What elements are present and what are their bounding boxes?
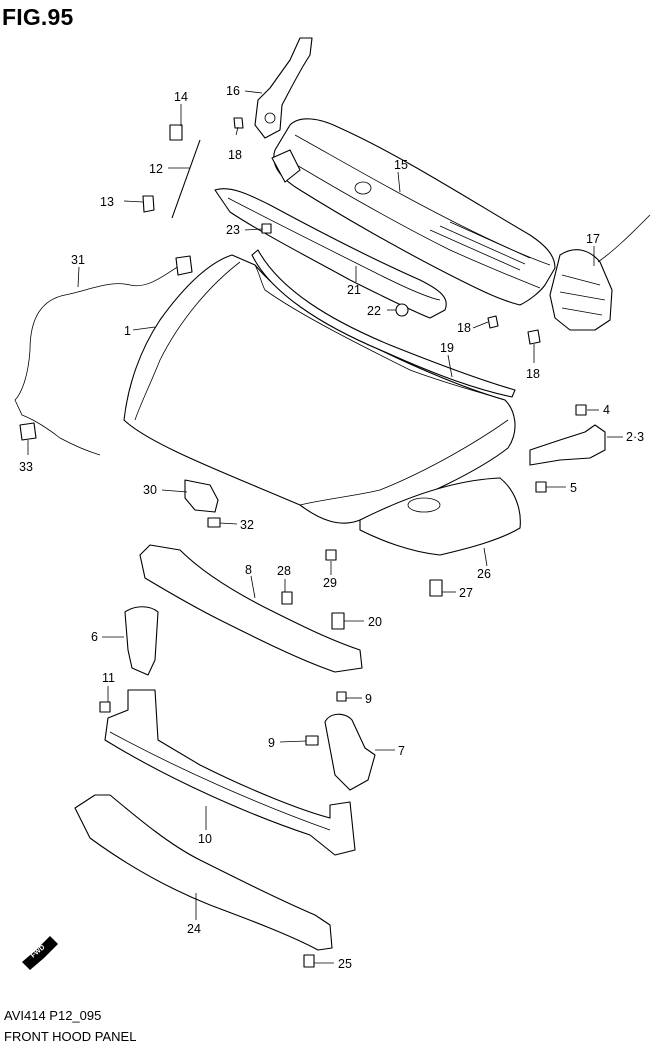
part-20-bumper	[331, 612, 345, 630]
callout-9-lower: 9	[268, 736, 275, 750]
part-11-bolt	[99, 701, 111, 713]
part-4-bolt	[575, 404, 587, 416]
part-13-clip	[142, 195, 155, 213]
callout-26: 26	[477, 567, 491, 581]
figure-caption: FRONT HOOD PANEL	[4, 1029, 137, 1044]
part-18-bolt-a	[233, 117, 244, 129]
callout-11: 11	[102, 671, 115, 685]
callout-28: 28	[277, 564, 291, 578]
callout-24: 24	[187, 922, 201, 936]
callout-25: 25	[338, 957, 352, 971]
callout-17: 17	[586, 232, 600, 246]
callout-7: 7	[398, 744, 405, 758]
part-30-latch	[184, 479, 219, 513]
callout-labels: 16 14 12 13 18 15 17 23 21 22 18 18 19 1…	[19, 84, 644, 971]
callout-21: 21	[347, 283, 361, 297]
callout-22: 22	[367, 304, 381, 318]
part-9-bolt-b	[305, 735, 319, 746]
part-8-upper-member	[139, 544, 363, 673]
part-18-bolt-b	[487, 315, 499, 329]
part-16-side-bracket	[254, 37, 313, 139]
parts-diagram: FWD	[14, 37, 651, 971]
part-9-bolt-a	[336, 691, 347, 702]
part-24-lower-member	[74, 794, 333, 951]
leader-lines	[27, 90, 623, 964]
part-5-nut	[535, 481, 547, 493]
callout-20: 20	[368, 615, 382, 629]
part-31-lever	[175, 255, 193, 276]
part-22-nut	[395, 303, 409, 317]
callout-31: 31	[71, 253, 85, 267]
part-1-hood-panel	[123, 254, 516, 524]
callout-14: 14	[174, 90, 188, 104]
callout-18-mid: 18	[457, 321, 471, 335]
part-12-hood-stay	[171, 139, 201, 219]
callout-13: 13	[100, 195, 114, 209]
part-32-bolt	[207, 517, 221, 528]
part-6-bracket	[124, 606, 159, 676]
part-7-bracket	[324, 713, 376, 791]
figure-title: FIG.95	[2, 4, 74, 30]
part-23-bolt	[261, 223, 272, 234]
part-14-clip	[169, 124, 183, 141]
part-21-bracket	[214, 188, 447, 319]
part-28-cushion	[281, 591, 293, 605]
callout-27: 27	[459, 586, 473, 600]
callout-32: 32	[240, 518, 254, 532]
part-27-clip	[429, 579, 443, 597]
callout-16: 16	[226, 84, 240, 98]
callout-19: 19	[440, 341, 454, 355]
callout-8: 8	[245, 563, 252, 577]
callout-12: 12	[149, 162, 163, 176]
callout-33: 33	[19, 460, 33, 474]
part-26-insulator	[359, 477, 521, 556]
callout-18-right: 18	[526, 367, 540, 381]
part-15-cowl-panel	[271, 118, 556, 306]
callout-9-upper: 9	[365, 692, 372, 706]
part-17-side-panel	[549, 214, 651, 331]
callout-4: 4	[603, 403, 610, 417]
part-2-3-hinge	[529, 424, 606, 466]
callout-1: 1	[124, 324, 131, 338]
part-19-seal	[251, 249, 516, 398]
callout-6: 6	[91, 630, 98, 644]
callout-23: 23	[226, 223, 240, 237]
figure-code: AVI414 P12_095	[4, 1008, 102, 1023]
part-33-clip	[19, 422, 37, 441]
fwd-arrow-icon: FWD	[22, 936, 58, 970]
part-31-release-cable	[14, 261, 187, 456]
callout-30: 30	[143, 483, 157, 497]
part-10-reinforcement	[104, 689, 356, 856]
callout-2-3: 2·3	[626, 430, 644, 444]
part-18-bolt-c	[527, 329, 541, 345]
callout-10: 10	[198, 832, 212, 846]
callout-29: 29	[323, 576, 337, 590]
callout-18-top: 18	[228, 148, 242, 162]
part-29-cushion	[325, 549, 337, 561]
part-25-bolt	[303, 954, 315, 968]
callout-5: 5	[570, 481, 577, 495]
callout-15: 15	[394, 158, 408, 172]
